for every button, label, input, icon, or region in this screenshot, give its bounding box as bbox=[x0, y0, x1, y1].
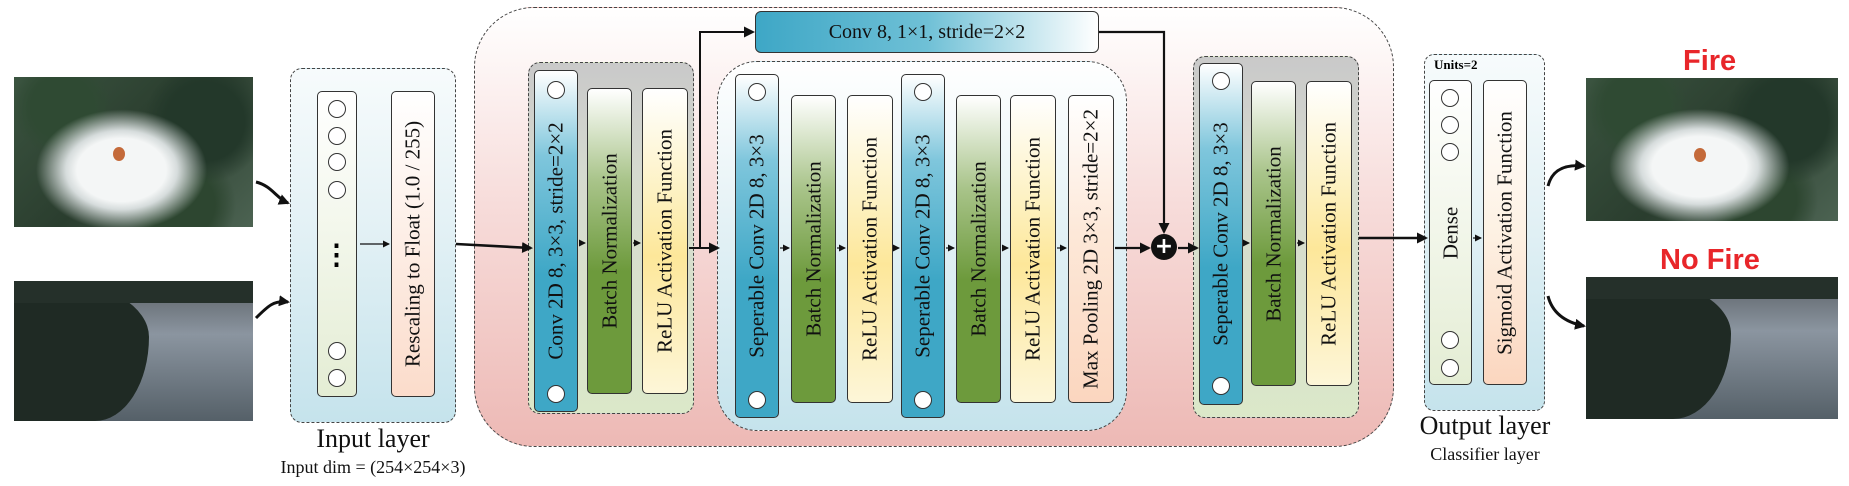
conv2d-label: Conv 2D 8, 3×3, stride=2×2 bbox=[543, 122, 568, 360]
input-layer-title: Input layer bbox=[316, 424, 430, 453]
add-node-icon: + bbox=[1151, 234, 1177, 260]
separable-conv-label-3: Seperable Conv 2D 8, 3×3 bbox=[1208, 122, 1233, 346]
neuron-icon bbox=[1212, 377, 1230, 395]
neuron-icon bbox=[914, 391, 932, 409]
relu-layer-3: ReLU Activation Function bbox=[1306, 81, 1352, 386]
forest-area bbox=[14, 281, 149, 421]
skip-conv-layer: Conv 8, 1×1, stride=2×2 bbox=[755, 11, 1099, 53]
neuron-icon bbox=[1441, 331, 1459, 349]
output-image-nofire bbox=[1586, 277, 1838, 419]
neuron-icon bbox=[1441, 89, 1459, 107]
output-layer-title: Output layer bbox=[1419, 411, 1551, 440]
forest-area bbox=[1586, 277, 1731, 419]
batchnorm-layer: Batch Normalization bbox=[587, 88, 632, 394]
relu-label-3: ReLU Activation Function bbox=[1316, 121, 1341, 346]
fire-spot bbox=[1694, 148, 1706, 162]
batchnorm-label-3: Batch Normalization bbox=[1261, 145, 1285, 322]
relu-label: ReLU Activation Function bbox=[652, 129, 677, 353]
skip-conv-label: Conv 8, 1×1, stride=2×2 bbox=[828, 21, 1026, 43]
neuron-icon bbox=[1212, 72, 1230, 90]
relu-layer-2a: ReLU Activation Function bbox=[847, 95, 893, 403]
batchnorm-layer-2a: Batch Normalization bbox=[791, 95, 836, 403]
input-image-nofire bbox=[14, 281, 253, 421]
fire-label: Fire bbox=[1683, 45, 1737, 77]
maxpool-layer: Max Pooling 2D 3×3, stride=2×2 bbox=[1068, 95, 1114, 403]
rescaling-label: Rescaling to Float (1.0 / 255) bbox=[400, 120, 425, 368]
dense-label: Dense bbox=[1438, 206, 1462, 259]
far-forest bbox=[1586, 277, 1838, 299]
input-neurons-column: ⋮ bbox=[317, 91, 357, 397]
neuron-icon bbox=[1441, 143, 1459, 161]
separable-conv-label-2: Seperable Conv 2D 8, 3×3 bbox=[910, 134, 935, 358]
neuron-icon bbox=[914, 83, 932, 101]
nofire-label: No Fire bbox=[1660, 244, 1760, 276]
batchnorm-layer-2b: Batch Normalization bbox=[956, 95, 1001, 403]
separable-conv-label-1: Seperable Conv 2D 8, 3×3 bbox=[744, 134, 769, 358]
dense-layer: Dense bbox=[1429, 80, 1472, 385]
relu-label-2a: ReLU Activation Function bbox=[857, 137, 882, 361]
neuron-icon bbox=[748, 391, 766, 409]
output-image-fire bbox=[1586, 78, 1838, 221]
separable-conv-layer-2: Seperable Conv 2D 8, 3×3 bbox=[901, 74, 945, 418]
units-label: Units=2 bbox=[1434, 57, 1478, 72]
neuron-icon bbox=[547, 385, 565, 403]
batchnorm-label-2b: Batch Normalization bbox=[966, 161, 990, 337]
sigmoid-label: Sigmoid Activation Function bbox=[1492, 110, 1517, 355]
batchnorm-layer-3: Batch Normalization bbox=[1251, 81, 1296, 386]
fire-spot bbox=[113, 147, 125, 161]
conv2d-layer: Conv 2D 8, 3×3, stride=2×2 bbox=[534, 70, 578, 412]
neuron-icon bbox=[328, 153, 346, 171]
neuron-icon bbox=[328, 369, 346, 387]
relu-label-2b: ReLU Activation Function bbox=[1020, 137, 1045, 361]
neuron-icon bbox=[748, 83, 766, 101]
neuron-icon bbox=[1441, 116, 1459, 134]
sigmoid-layer: Sigmoid Activation Function bbox=[1483, 80, 1527, 385]
separable-conv-layer-1: Seperable Conv 2D 8, 3×3 bbox=[735, 74, 779, 418]
neuron-icon bbox=[328, 100, 346, 118]
batchnorm-label-2a: Batch Normalization bbox=[801, 161, 825, 337]
far-forest bbox=[14, 281, 253, 303]
neuron-icon bbox=[328, 342, 346, 360]
relu-layer-2b: ReLU Activation Function bbox=[1010, 95, 1056, 403]
neuron-icon bbox=[328, 181, 346, 199]
neuron-icon bbox=[328, 127, 346, 145]
neuron-icon bbox=[547, 81, 565, 99]
output-layer-subtitle: Classifier layer bbox=[1430, 444, 1540, 464]
input-image-fire bbox=[14, 77, 253, 227]
relu-layer: ReLU Activation Function bbox=[642, 88, 688, 394]
add-symbol: + bbox=[1154, 234, 1174, 259]
ellipsis-icon: ⋮ bbox=[322, 240, 351, 271]
rescaling-layer: Rescaling to Float (1.0 / 255) bbox=[391, 91, 435, 397]
neuron-icon bbox=[1441, 359, 1459, 377]
separable-conv-layer-3: Seperable Conv 2D 8, 3×3 bbox=[1199, 63, 1243, 405]
batchnorm-label: Batch Normalization bbox=[597, 153, 621, 329]
maxpool-label: Max Pooling 2D 3×3, stride=2×2 bbox=[1078, 109, 1103, 389]
input-layer-subtitle: Input dim = (254×254×3) bbox=[280, 457, 466, 477]
